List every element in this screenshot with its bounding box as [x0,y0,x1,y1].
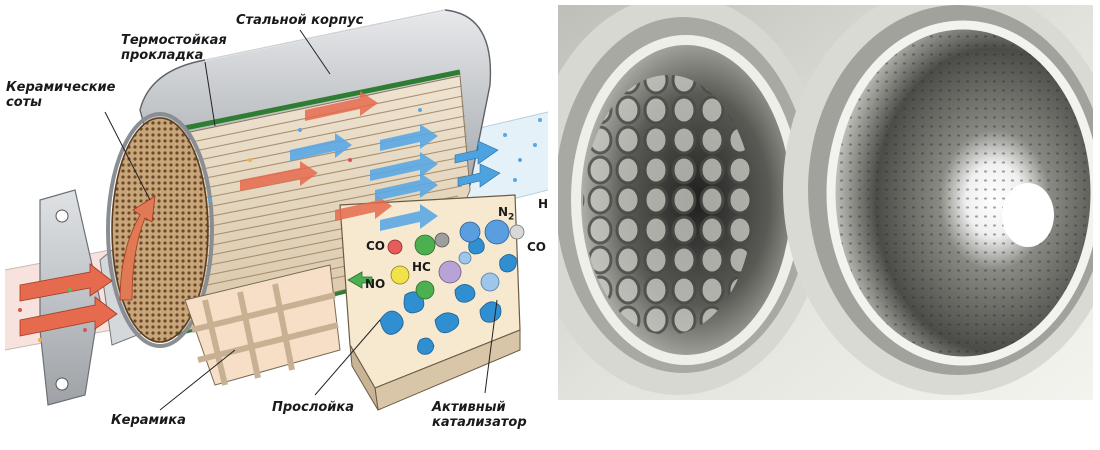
leader-lines [104,29,498,411]
heat-gasket [184,69,461,131]
molecule-h: H [538,197,549,211]
ceramic-block [184,264,341,386]
label-heat-gasket: Термостойкая прокладка [121,33,227,63]
gas-particles [18,108,542,342]
molecule-n2-symbol: N [498,205,509,219]
flow-arrow-icon [347,271,373,289]
molecule-n2-subscript: 2 [508,212,515,223]
molecule-co2: CO [527,240,547,254]
label-ceramic: Керамика [111,413,186,428]
ceramic-honeycomb-face [111,117,209,343]
active-catalyst-blobs [379,237,517,355]
molecule-hc: HC [412,260,431,274]
molecule-n2: N2 [498,205,514,222]
molecule-icon [387,219,525,300]
label-interlayer: Прослойка [272,400,354,415]
flange-mount-icon [39,189,101,406]
flow-arrow-icon [19,91,501,337]
molecule-co: CO [366,239,386,253]
steel-rim [106,112,214,348]
label-steel-body: Стальной корпус [236,13,364,28]
catalyst-tube-photo [558,5,1093,400]
label-active-catalyst: Активный катализатор [432,400,527,430]
label-ceramic-honeycomb: Керамические соты [6,80,116,110]
catalyst-closeup [339,194,525,411]
molecule-no: NO [365,277,386,291]
catalytic-converter-diagram [4,9,549,411]
